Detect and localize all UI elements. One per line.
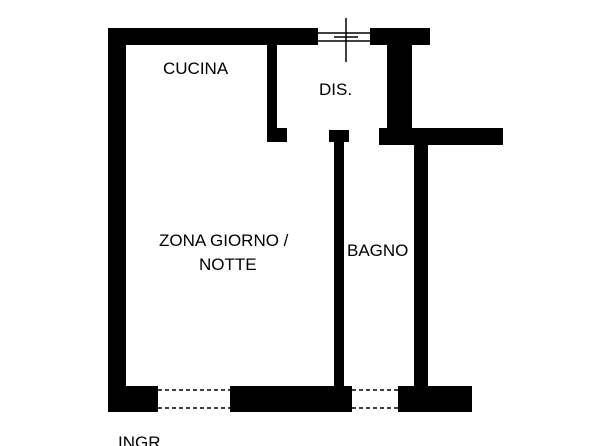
wall-ledge-right (379, 128, 503, 145)
wall-kitchen-divider (267, 45, 277, 133)
wall-kitchen-stub (267, 128, 287, 142)
wall-bottom-right (398, 386, 472, 412)
wall-top-left (108, 28, 318, 45)
entrance-door (158, 390, 230, 408)
bagno-door (352, 390, 398, 408)
room-label-notte: NOTTE (199, 255, 257, 274)
wall-dis-right (387, 28, 409, 130)
entrance-label: INGR. (118, 433, 165, 446)
wall-bottom-left (108, 386, 158, 412)
wall-bagno-left (334, 130, 344, 392)
wall-notch-right (404, 45, 412, 130)
room-label-bagno: BAGNO (347, 241, 408, 260)
wall-left (108, 28, 126, 412)
room-label-cucina: CUCINA (163, 59, 229, 78)
wall-bottom-mid (230, 386, 352, 412)
room-label-dis: DIS. (319, 80, 352, 99)
wall-bagno-right (414, 128, 428, 398)
room-label-zona-giorno: ZONA GIORNO / (159, 231, 289, 250)
